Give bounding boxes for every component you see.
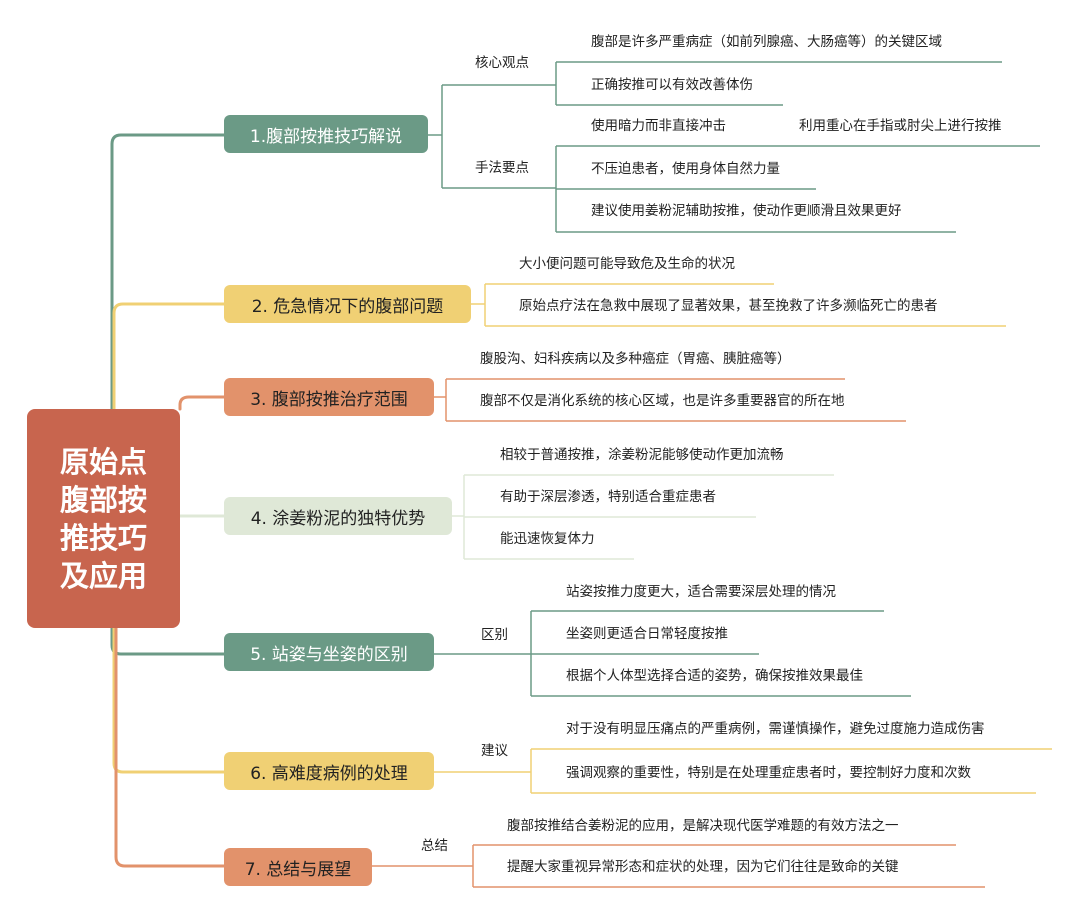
topic-6[interactable]: 6. 高难度病例的处理 — [224, 752, 434, 790]
leaf-node[interactable]: 站姿按推力度更大，适合需要深层处理的情况 — [566, 584, 836, 600]
topic-2[interactable]: 2. 危急情况下的腹部问题 — [224, 285, 471, 323]
leaf-node[interactable]: 不压迫患者，使用身体自然力量 — [591, 161, 780, 177]
topic-7[interactable]: 7. 总结与展望 — [224, 848, 372, 886]
subtopic-technique[interactable]: 手法要点 — [475, 160, 529, 176]
leaf-node[interactable]: 腹部是许多严重病症（如前列腺癌、大肠癌等）的关键区域 — [591, 34, 942, 50]
leaf-node[interactable]: 利用重心在手指或肘尖上进行按推 — [799, 118, 1002, 134]
branch-topic-7 — [372, 844, 985, 888]
branch-topic-5 — [434, 610, 911, 697]
subtopic-core-views[interactable]: 核心观点 — [475, 55, 529, 71]
link-root-topic-2 — [112, 302, 226, 411]
subtopic-summary[interactable]: 总结 — [421, 838, 448, 854]
leaf-node[interactable]: 大小便问题可能导致危及生命的状况 — [519, 256, 735, 272]
leaf-node[interactable]: 腹部按推结合姜粉泥的应用，是解决现代医学难题的有效方法之一 — [507, 818, 899, 834]
branch-topic-2 — [471, 283, 1006, 327]
leaf-node[interactable]: 腹股沟、妇科疾病以及多种癌症（胃癌、胰脏癌等） — [480, 351, 791, 367]
leaf-node[interactable]: 使用暗力而非直接冲击 — [591, 118, 726, 134]
link-root-topic-3 — [178, 395, 226, 411]
link-root-topic-1 — [110, 133, 226, 411]
leaf-node[interactable]: 腹部不仅是消化系统的核心区域，也是许多重要器官的所在地 — [480, 393, 845, 409]
leaf-node[interactable]: 对于没有明显压痛点的严重病例，需谨慎操作，避免过度施力造成伤害 — [566, 721, 985, 737]
link-root-topic-6 — [112, 626, 226, 774]
leaf-node[interactable]: 正确按推可以有效改善体伤 — [591, 77, 753, 93]
root-topic[interactable]: 原始点 腹部按 推技巧 及应用 — [27, 409, 180, 628]
subtopic-advice[interactable]: 建议 — [481, 743, 508, 759]
topic-4[interactable]: 4. 涂姜粉泥的独特优势 — [224, 497, 452, 535]
topic-5[interactable]: 5. 站姿与坐姿的区别 — [224, 633, 434, 671]
branch-topic-3 — [434, 378, 906, 422]
leaf-node[interactable]: 坐姿则更适合日常轻度按推 — [566, 626, 728, 642]
topic-3[interactable]: 3. 腹部按推治疗范围 — [224, 378, 434, 416]
leaf-node[interactable]: 强调观察的重要性，特别是在处理重症患者时，要控制好力度和次数 — [566, 765, 971, 781]
leaf-node[interactable]: 有助于深层渗透，特别适合重症患者 — [500, 489, 716, 505]
link-root-topic-7 — [114, 626, 226, 868]
leaf-node[interactable]: 原始点疗法在急救中展现了显著效果，甚至挽救了许多濒临死亡的患者 — [519, 298, 938, 314]
leaf-node[interactable]: 提醒大家重视异常形态和症状的处理，因为它们往往是致命的关键 — [507, 859, 899, 875]
leaf-node[interactable]: 建议使用姜粉泥辅助按推，使动作更顺滑且效果更好 — [591, 203, 902, 219]
leaf-node[interactable]: 相较于普通按推，涂姜粉泥能够使动作更加流畅 — [500, 447, 784, 463]
subtopic-difference[interactable]: 区别 — [481, 627, 508, 643]
branch-topic-4 — [452, 474, 834, 560]
branch-topic-1 — [428, 61, 1040, 233]
branch-topic-6 — [434, 748, 1052, 794]
topic-1[interactable]: 1.腹部按推技巧解说 — [224, 115, 428, 153]
leaf-node[interactable]: 根据个人体型选择合适的姿势，确保按推效果最佳 — [566, 668, 863, 684]
link-root-topic-5 — [110, 626, 226, 656]
leaf-node[interactable]: 能迅速恢复体力 — [500, 531, 595, 547]
